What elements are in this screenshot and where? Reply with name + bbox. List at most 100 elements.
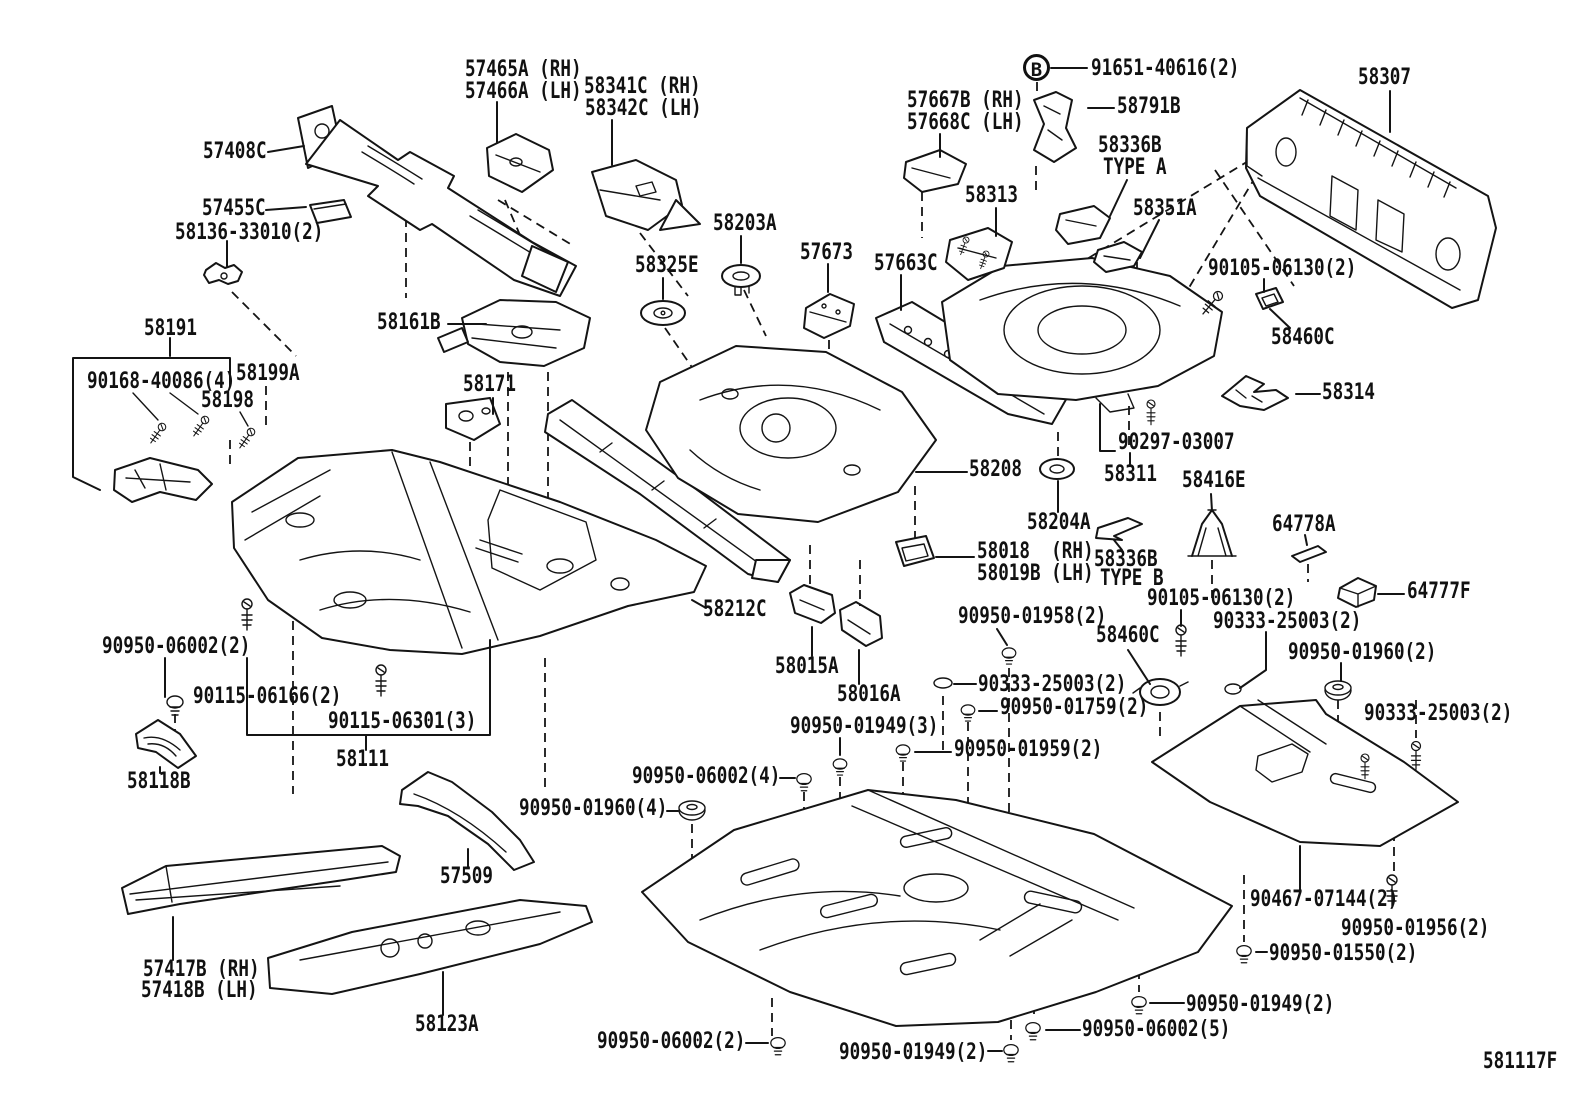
part-label-type-b: TYPE B — [1100, 566, 1164, 591]
part-label-57509: 57509 — [440, 864, 493, 889]
part-label-64777f: 64777F — [1407, 579, 1471, 604]
part-label-90950-01949-3-: 90950-01949(3) — [790, 714, 939, 739]
pad-57673 — [803, 293, 855, 339]
part-label-58015a: 58015A — [775, 654, 839, 679]
plate-57455c — [309, 199, 352, 224]
part-label-58204a: 58204A — [1027, 510, 1091, 535]
bracket-58314 — [1221, 375, 1289, 411]
bracket-57465a — [486, 133, 554, 193]
part-label-57673: 57673 — [800, 240, 853, 265]
grommet-58325e — [640, 300, 686, 326]
center-floor-pan-58208 — [645, 345, 937, 523]
part-label-58313: 58313 — [965, 183, 1018, 208]
part-label-58336b: 58336B — [1098, 133, 1162, 158]
part-label-type-a: TYPE A — [1103, 155, 1167, 180]
bracket-57509 — [399, 771, 535, 871]
lower-back-panel-58307 — [1245, 89, 1497, 309]
part-label-58342c-lh-: 58342C (LH) — [585, 96, 702, 121]
front-floor-pan-58111 — [231, 449, 707, 655]
bracket-58336b-type-b — [1095, 517, 1143, 541]
part-label-90950-01949-2-: 90950-01949(2) — [839, 1040, 988, 1065]
pad-64777f — [1337, 577, 1377, 608]
fasteners-58198 — [132, 392, 257, 451]
bracket-58351a — [1093, 241, 1143, 273]
part-label-58118b: 58118B — [127, 769, 191, 794]
pan-58123a — [267, 899, 593, 995]
part-label-58314: 58314 — [1322, 380, 1375, 405]
part-label-90297-03007: 90297-03007 — [1118, 430, 1235, 455]
part-label-90950-06002-2-: 90950-06002(2) — [102, 634, 251, 659]
part-label-58212c: 58212C — [703, 597, 767, 622]
part-label-90168-40086-4-: 90168-40086(4) — [87, 369, 236, 394]
part-label-58307: 58307 — [1358, 65, 1411, 90]
bracket-58791b — [1033, 91, 1077, 163]
part-label-90950-01550-2-: 90950-01550(2) — [1269, 941, 1418, 966]
part-label-90115-06166-2-: 90115-06166(2) — [193, 684, 342, 709]
part-label-58416e: 58416E — [1182, 468, 1246, 493]
clip-58460c-top — [1198, 287, 1284, 318]
part-label-58111: 58111 — [336, 747, 389, 772]
part-label-58311: 58311 — [1104, 462, 1157, 487]
part-label-90950-01960-2-: 90950-01960(2) — [1288, 640, 1437, 665]
side-member-57417b — [121, 845, 401, 915]
part-label-58460c: 58460C — [1096, 623, 1160, 648]
part-label-90467-07144-2-: 90467-07144(2) — [1250, 887, 1399, 912]
part-label-58208: 58208 — [969, 457, 1022, 482]
part-label-90950-01759-2-: 90950-01759(2) — [1000, 695, 1149, 720]
bracket-58161b — [437, 299, 591, 367]
part-label-58198: 58198 — [201, 388, 254, 413]
part-label-58171: 58171 — [463, 372, 516, 397]
bracket-58341c — [591, 159, 701, 231]
fastener-glyphs — [166, 647, 1422, 1063]
part-label-90950-01958-2-: 90950-01958(2) — [958, 604, 1107, 629]
leader-lines — [159, 67, 1405, 1052]
front-crossmember-57408c — [297, 105, 577, 297]
part-label-64778a: 64778A — [1272, 512, 1336, 537]
bracket-58336b-type-a — [1055, 205, 1111, 245]
grommet-58203a — [721, 264, 761, 296]
part-label-58018-rh-: 58018 (RH) — [977, 539, 1094, 564]
part-label-58191: 58191 — [144, 316, 197, 341]
rear-under-pan — [641, 789, 1233, 1027]
grommet-58204a — [1039, 458, 1075, 480]
part-label-58351a: 58351A — [1133, 196, 1197, 221]
part-label-57417b-rh-: 57417B (RH) — [143, 957, 260, 982]
part-label-57663c: 57663C — [874, 251, 938, 276]
bracket-58313 — [945, 227, 1013, 281]
part-label-58325e: 58325E — [635, 253, 699, 278]
part-label-58341c-rh-: 58341C (RH) — [584, 74, 701, 99]
crossmember-58212c — [544, 399, 791, 583]
part-label-90333-25003-2-: 90333-25003(2) — [978, 672, 1127, 697]
part-label-58136-33010-2-: 58136-33010(2) — [175, 220, 324, 245]
part-label-90950-01960-4-: 90950-01960(4) — [519, 796, 668, 821]
part-label-90333-25003-2-: 90333-25003(2) — [1364, 701, 1513, 726]
part-label-58161b: 58161B — [377, 310, 441, 335]
part-label-58203a: 58203A — [713, 211, 777, 236]
part-label-58016a: 58016A — [837, 682, 901, 707]
part-label-57455c: 57455C — [202, 196, 266, 221]
part-label-581117f: 581117F — [1483, 1049, 1558, 1074]
part-label-90950-01956-2-: 90950-01956(2) — [1341, 916, 1490, 941]
part-label-58123a: 58123A — [415, 1012, 479, 1037]
part-label-90105-06130-2-: 90105-06130(2) — [1147, 586, 1296, 611]
callout-b: B — [1023, 54, 1050, 81]
part-label-57667b-rh-: 57667B (RH) — [907, 88, 1024, 113]
group-box-58191 — [72, 357, 231, 491]
part-label-90105-06130-2-: 90105-06130(2) — [1208, 256, 1357, 281]
part-label-58199a: 58199A — [236, 361, 300, 386]
pad-58171 — [445, 397, 501, 441]
mount-box-58111 — [241, 598, 491, 751]
part-label-90950-06002-5-: 90950-06002(5) — [1082, 1017, 1231, 1042]
clamp-58460c-mid — [1132, 624, 1189, 706]
part-label-90950-06002-2-: 90950-06002(2) — [597, 1029, 746, 1054]
part-label-57408c: 57408C — [203, 139, 267, 164]
bracket-58191 — [113, 457, 213, 503]
part-label-57418b-lh-: 57418B (LH) — [141, 978, 258, 1003]
part-label-58460c: 58460C — [1271, 325, 1335, 350]
part-label-57466a-lh-: 57466A (LH) — [465, 79, 582, 104]
part-label-57465a-rh-: 57465A (RH) — [465, 57, 582, 82]
part-label-58019b-lh-: 58019B (LH) — [977, 561, 1094, 586]
